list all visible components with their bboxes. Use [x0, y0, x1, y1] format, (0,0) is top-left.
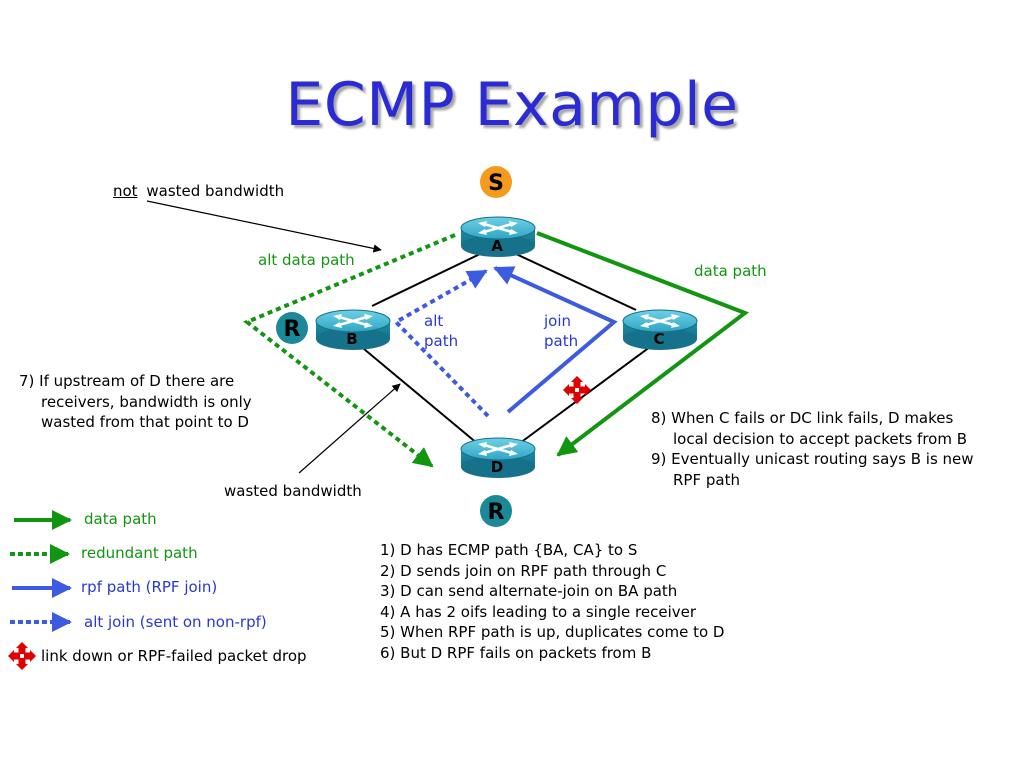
source-badge: S — [488, 171, 504, 196]
alt-path-label-line1: alt — [424, 312, 444, 330]
receiver-b-badge: R — [284, 317, 301, 342]
legend-data-path-label: data path — [84, 510, 157, 528]
legend-drop-label: link down or RPF-failed packet drop — [41, 647, 307, 665]
join-path-arrow — [493, 266, 618, 414]
legend-drop-icon — [8, 642, 36, 670]
router-a-icon — [460, 216, 536, 257]
router-b-icon — [315, 309, 391, 350]
not-wasted-label: not wasted bandwidth — [113, 181, 284, 201]
note-right-line-3: 9) Eventually unicast routing says B is … — [651, 450, 974, 468]
wasted-pointer — [298, 383, 401, 474]
join-path-label-line1: join — [544, 312, 572, 330]
steps-list: 1) D has ECMP path {BA, CA} to S 2) D se… — [380, 540, 724, 663]
legend-alt-join-label: alt join (sent on non-rpf) — [84, 613, 267, 631]
receiver-b-badge-circle — [276, 312, 308, 344]
data-path-label: data path — [694, 262, 767, 280]
source-badge-circle — [480, 166, 512, 198]
alt-join-path-arrow — [392, 269, 490, 418]
note-left-line-2: receivers, bandwidth is only — [41, 392, 252, 411]
step-item: 6) But D RPF fails on packets from B — [380, 643, 652, 662]
slide-title: ECMP Example — [285, 70, 739, 140]
step-item: 1) D has ECMP path {BA, CA} to S — [380, 541, 638, 559]
router-b-label: B — [346, 330, 357, 348]
router-a-label: A — [491, 237, 503, 255]
not-wasted-pointer — [146, 200, 382, 253]
note-right-line-1: 8) When C fails or DC link fails, D make… — [651, 409, 954, 427]
link-a-c — [515, 253, 637, 311]
data-path-arrow — [536, 231, 750, 457]
note-right: 8) When C fails or DC link fails, D make… — [651, 408, 974, 490]
note-left-line-1: 7) If upstream of D there are — [19, 372, 235, 390]
alt-data-path-label: alt data path — [258, 251, 355, 269]
note-left-line-3: wasted from that point to D — [41, 413, 249, 431]
not-word: not — [113, 182, 138, 200]
receiver-d-badge-circle — [480, 495, 512, 527]
not-wasted-rest: wasted bandwidth — [146, 182, 285, 200]
legend-redundant-path-label: redundant path — [81, 544, 198, 562]
step-item: 4) A has 2 oifs leading to a single rece… — [380, 602, 697, 621]
router-c-icon — [622, 309, 698, 350]
router-d-label: D — [491, 458, 503, 476]
legend-icons — [8, 510, 72, 670]
join-path-label-line2: path — [544, 332, 579, 350]
step-item: 5) When RPF path is up, duplicates come … — [380, 623, 725, 641]
note-left: 7) If upstream of D there are receivers,… — [19, 371, 252, 433]
wasted-bandwidth-label: wasted bandwidth — [224, 482, 362, 500]
legend-rpf-path-label: rpf path (RPF join) — [81, 578, 218, 596]
step-item: 2) D sends join on RPF path through C — [380, 561, 667, 580]
drop-icon — [563, 376, 591, 404]
note-right-line-4: RPF path — [673, 470, 740, 489]
link-a-b — [371, 253, 481, 307]
note-right-line-2: local decision to accept packets from B — [673, 429, 968, 448]
router-d-icon — [460, 437, 536, 478]
receiver-d-badge: R — [488, 500, 505, 525]
link-b-d — [357, 343, 479, 445]
alt-path-label-line2: path — [424, 332, 459, 350]
alt-data-path-arrow — [243, 233, 456, 468]
step-item: 3) D can send alternate-join on BA path — [380, 582, 678, 600]
router-c-label: C — [653, 330, 664, 348]
